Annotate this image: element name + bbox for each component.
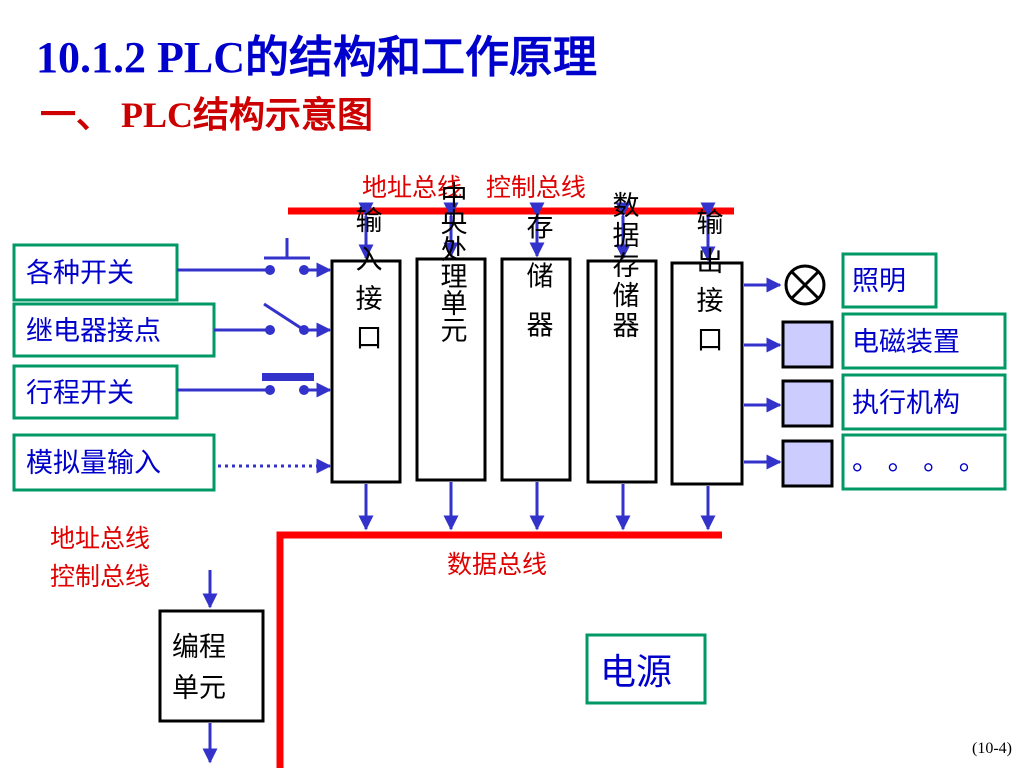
data-bus-line: [276, 531, 722, 768]
power-supply: 电源: [585, 633, 707, 705]
programming-unit: 编程 单元: [158, 609, 265, 723]
left-bus-label-2: 控制总线: [50, 562, 150, 591]
data-memory-label: 数据存储器: [608, 191, 640, 341]
input-label-0: 各种开关: [26, 258, 134, 289]
input-switches: 各种开关: [12, 243, 179, 302]
output-arrows: [744, 277, 782, 470]
input-interface-unit: 输入接口: [330, 206, 402, 484]
output-block-2: [781, 379, 834, 428]
output-label-0: 照明: [852, 266, 906, 297]
output-electromagnetic: 电磁装置: [841, 312, 1007, 370]
output-lighting: 照明: [841, 252, 938, 309]
input-label-2: 行程开关: [26, 378, 134, 409]
lamp-icon: [784, 264, 826, 306]
input-analog: 模拟量输入: [12, 433, 216, 492]
input-label-1: 继电器接点: [26, 316, 161, 347]
input-relay-contacts: 继电器接点: [12, 302, 216, 358]
output-label-2: 执行机构: [852, 388, 960, 419]
input-limit-switch: 行程开关: [12, 364, 179, 420]
input-label-3: 模拟量输入: [26, 448, 161, 479]
top-bus-label: 地址总线 控制总线: [362, 173, 586, 202]
memory-unit: 存储器: [500, 212, 572, 482]
cpu-label: 中央处理单元: [436, 181, 468, 343]
output-actuator: 执行机构: [841, 373, 1007, 431]
left-bus-label-1: 地址总线: [50, 524, 150, 553]
page-number: (10-4): [972, 740, 1012, 757]
data-memory-unit: 数据存储器: [586, 191, 658, 484]
memory-label: 存储器: [522, 212, 554, 359]
page-title: 10.1.2 PLC的结构和工作原理: [36, 33, 597, 82]
output-block-3: [781, 439, 834, 488]
programming-unit-label-2: 单元: [172, 673, 226, 704]
power-supply-label: 电源: [600, 652, 672, 693]
output-interface-label: 输出接口: [692, 208, 724, 364]
output-label-1: 电磁装置: [852, 327, 960, 358]
input-wiring: [177, 238, 332, 474]
output-block-1: [781, 320, 834, 369]
cpu-unit: 中央处理单元: [415, 181, 487, 482]
programming-unit-label-1: 编程: [172, 632, 226, 663]
input-interface-label: 输入接口: [351, 206, 383, 362]
output-more: 。 。 。 。: [841, 433, 1007, 491]
output-interface-unit: 输出接口: [670, 208, 744, 486]
top-bus-arrows: [358, 202, 716, 262]
page-subtitle: 一、 PLC结构示意图: [40, 95, 374, 135]
output-label-3: 。 。 。 。: [852, 446, 986, 477]
data-bus-label: 数据总线: [447, 550, 547, 579]
data-bus-arrows: [358, 482, 716, 531]
